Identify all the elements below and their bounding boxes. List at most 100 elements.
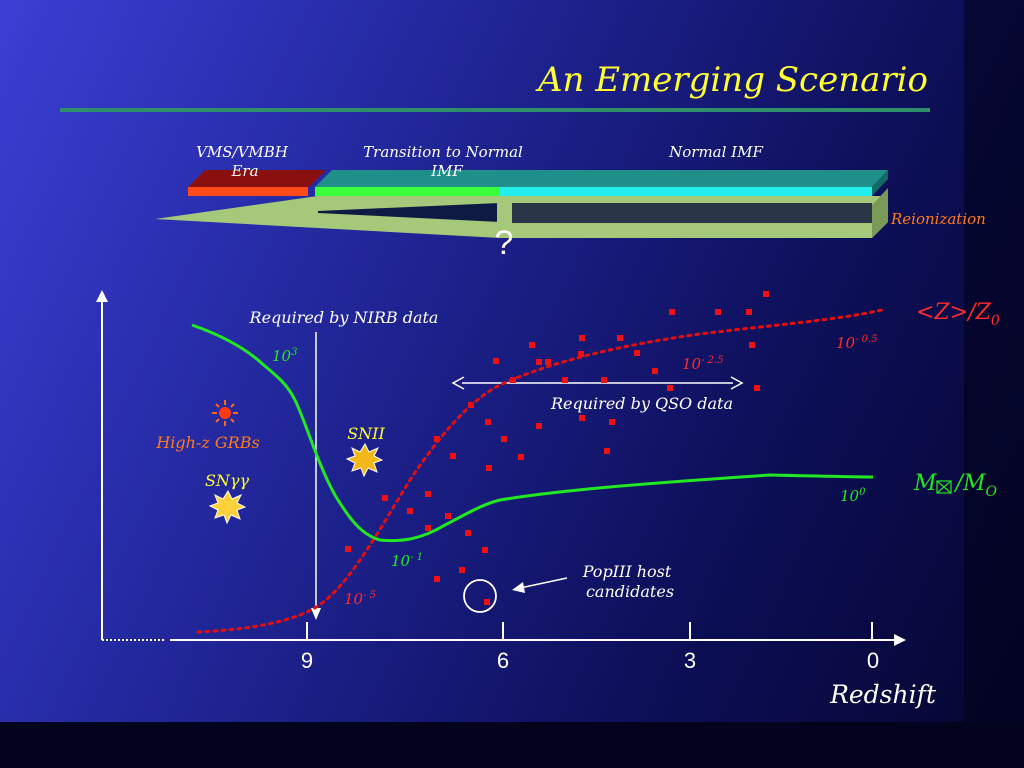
mass-axis-label: M/MO [913,471,997,500]
mass-axis-m: M [913,471,937,496]
qso-point [382,495,388,501]
wedge-dark-top [318,203,500,222]
qso-point [465,530,471,536]
qso-point [445,513,451,519]
metallicity-curve [196,307,888,634]
qso-point [518,454,524,460]
qso-point [345,546,351,552]
qso-point [746,309,752,315]
qso-point [579,415,585,421]
vms-era-label-1: VMS/VMBH [196,143,289,161]
qso-point [450,453,456,459]
right-band [964,0,1024,722]
qso-point [715,309,721,315]
qso-point [425,525,431,531]
tick-label-0: 0 [867,648,879,673]
qso-point [562,377,568,383]
label-10-minus-5: 10- 5 [344,590,376,608]
qso-point [536,423,542,429]
reionization-label: Reionization [890,210,986,228]
popiii-label-1: PopIII host [582,562,672,581]
qso-data-points [345,291,769,605]
qso-point [609,419,615,425]
qso-point [652,368,658,374]
qso-point [485,419,491,425]
qso-point [482,547,488,553]
qso-point [667,385,673,391]
label-10-minus-2-5: 10- 2.5 [682,355,724,373]
qso-point [484,599,490,605]
qso-point [634,350,640,356]
snii-label: SNII [347,424,385,443]
era-timeline [155,170,888,238]
sun-icon [212,400,238,426]
qso-point [434,576,440,582]
qso-point [669,309,675,315]
tick-label-3: 3 [684,648,696,673]
grb-label: High-z GRBs [155,433,259,452]
qso-point [459,567,465,573]
qso-point [425,491,431,497]
redshift-axis-label: Redshift [829,680,937,709]
sngg-label: SNγγ [205,471,250,490]
normal-imf-bar-top [315,170,888,187]
mass-axis-ratio: /M [954,471,986,496]
sngg-burst-icon [208,489,247,525]
tick-label-9: 9 [301,648,313,673]
popiii-pointer-line [519,577,568,589]
qso-point [754,385,760,391]
metallicity-axis-sub: 0 [991,313,1000,329]
label-10-minus-0-5: 10- 0.5 [836,334,878,352]
vms-era-label-2: Era [230,162,258,180]
plot-axes [96,290,906,646]
qso-point [763,291,769,297]
label-10-3: 103 [272,347,297,365]
mass-axis-sub: O [985,484,997,500]
mass-symbol-icon [936,480,952,494]
metallicity-axis-main: <Z>/Z [916,300,992,325]
slide-title: An Emerging Scenario [537,60,928,100]
qso-point [529,342,535,348]
qso-point [579,335,585,341]
qso-point [434,436,440,442]
qso-point [578,351,584,357]
qso-arrow-right [730,376,744,390]
label-10-minus-1: 10- 1 [391,552,423,570]
qso-point [501,436,507,442]
tick-label-6: 6 [497,648,509,673]
qso-point [545,359,551,365]
metallicity-axis-label: <Z>/Z0 [916,300,1000,329]
nirb-arrowhead [311,608,321,620]
bottom-band [0,722,1024,768]
question-post [497,203,512,238]
title-rule [60,108,930,112]
wedge-dark-slot [512,203,872,223]
normal-imf-bar-side [872,170,888,196]
snii-burst-icon [345,442,384,478]
transition-label-2: IMF [430,162,463,180]
popiii-pointer-arrow [512,582,525,593]
nirb-label: Required by NIRB data [249,308,439,327]
qso-arrow-left [451,376,465,390]
qso-point [536,359,542,365]
transition-bar [315,187,500,196]
qso-point [407,508,413,514]
qso-point [617,335,623,341]
normal-imf-label: Normal IMF [668,143,763,161]
transition-label-1: Transition to Normal [363,143,523,161]
qso-point [601,377,607,383]
label-10-0: 100 [840,487,866,505]
vms-bar [188,187,308,196]
qso-point [486,465,492,471]
normal-imf-bar [500,187,872,196]
stellar-mass-curve [191,323,874,543]
question-mark: ? [495,224,514,262]
qso-point [604,448,610,454]
y-axis-arrow [96,290,108,302]
qso-point [493,358,499,364]
qso-label: Required by QSO data [550,394,733,413]
x-axis-arrow [894,634,906,646]
vms-bar-top [188,170,326,187]
popiii-circle [463,579,497,613]
